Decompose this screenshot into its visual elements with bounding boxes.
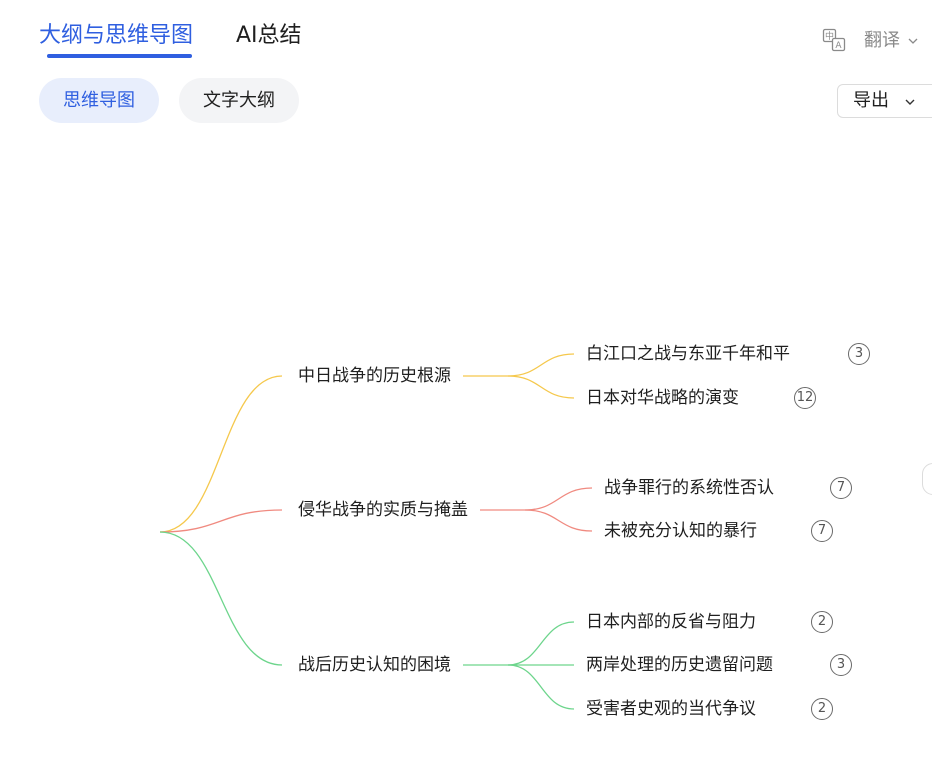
- mindmap-branch-node[interactable]: 战后历史认知的困境: [298, 655, 451, 675]
- leaf-connector: [507, 375, 575, 399]
- mindmap-leaf-node[interactable]: 日本对华战略的演变: [586, 388, 739, 408]
- count-badge[interactable]: 12: [794, 387, 816, 409]
- count-badge[interactable]: 2: [811, 611, 833, 633]
- translate-icon[interactable]: 中 A: [822, 28, 846, 52]
- leaf-connector: [507, 353, 575, 377]
- leaf-connector: [524, 509, 593, 532]
- translate-dropdown[interactable]: 翻译: [864, 30, 900, 51]
- count-badge[interactable]: 2: [811, 698, 833, 720]
- count-badge[interactable]: 7: [830, 477, 852, 499]
- mindmap-leaf-node[interactable]: 战争罪行的系统性否认: [604, 478, 774, 498]
- active-tab-indicator: [47, 54, 192, 58]
- branch-connector: [159, 375, 283, 533]
- svg-text:A: A: [835, 41, 842, 51]
- mindmap-leaf-node[interactable]: 未被充分认知的暴行: [604, 521, 757, 541]
- export-button[interactable]: 导出: [837, 84, 932, 118]
- chevron-down-icon[interactable]: [907, 35, 919, 47]
- svg-text:中: 中: [825, 30, 834, 42]
- mindmap-leaf-node[interactable]: 两岸处理的历史遗留问题: [586, 655, 773, 675]
- mindmap-leaf-node[interactable]: 白江口之战与东亚千年和平: [586, 344, 790, 364]
- leaf-connector: [507, 664, 575, 710]
- leaf-connector: [524, 487, 593, 511]
- count-badge[interactable]: 7: [811, 520, 833, 542]
- tab-outline-mindmap[interactable]: 大纲与思维导图: [39, 23, 194, 48]
- mindmap-branch-node[interactable]: 侵华战争的实质与掩盖: [298, 500, 468, 520]
- mindmap-branch-node[interactable]: 中日战争的历史根源: [298, 366, 451, 386]
- mindmap-leaf-node[interactable]: 日本内部的反省与阻力: [586, 612, 756, 632]
- count-badge[interactable]: 3: [830, 654, 852, 676]
- view-outline-button[interactable]: 文字大纲: [179, 78, 299, 123]
- tab-ai-summary[interactable]: AI总结: [236, 23, 302, 48]
- chevron-down-icon: [905, 99, 915, 105]
- export-label: 导出: [853, 90, 889, 111]
- view-mindmap-button[interactable]: 思维导图: [39, 78, 159, 123]
- leaf-connector: [507, 621, 575, 666]
- branch-connector: [159, 531, 283, 666]
- mindmap-leaf-node[interactable]: 受害者史观的当代争议: [586, 699, 756, 719]
- count-badge[interactable]: 3: [848, 343, 870, 365]
- branch-connector: [159, 509, 283, 533]
